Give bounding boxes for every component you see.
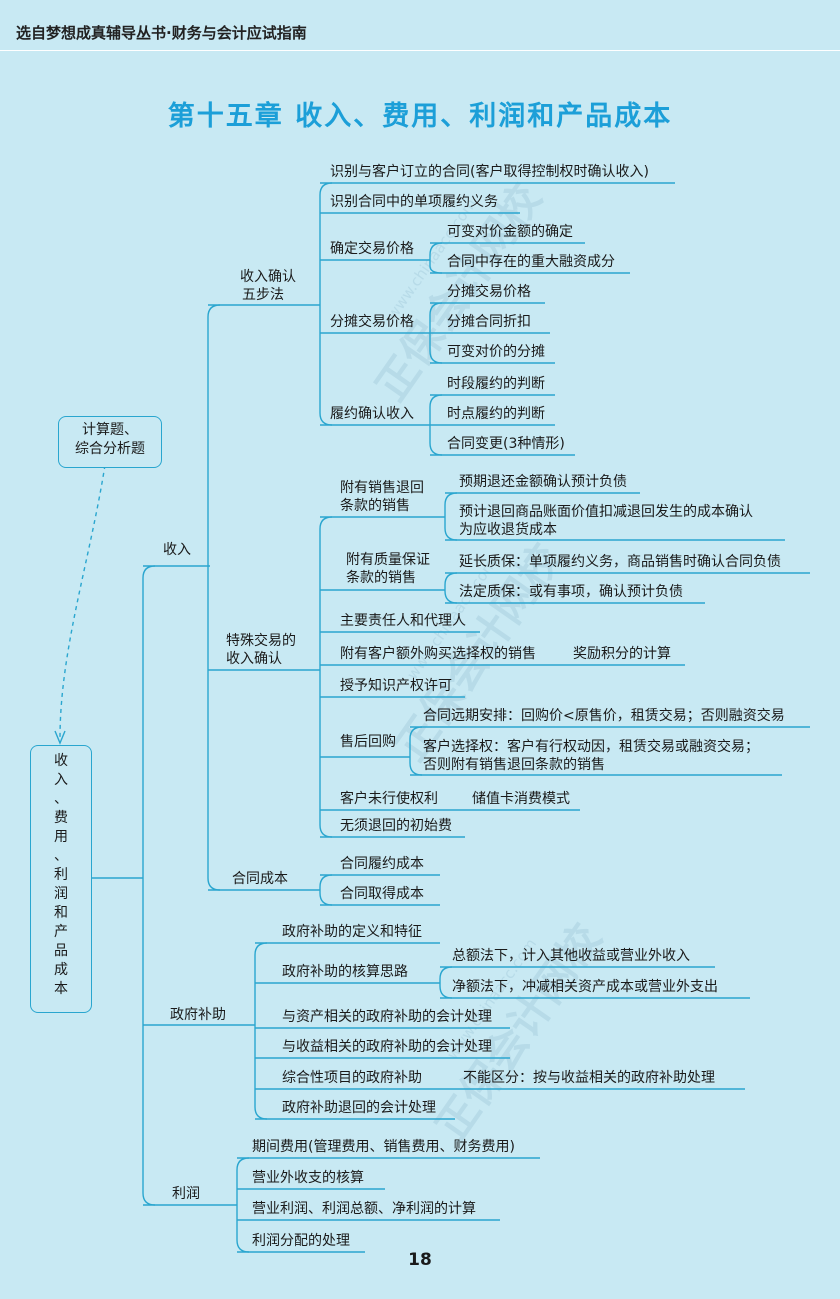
profit-distribution: 利润分配的处理 xyxy=(252,1233,350,1249)
step-variable-consideration: 可变对价金额的确定 xyxy=(447,224,573,240)
gov-grant-asset-related: 与资产相关的政府补助的会计处理 xyxy=(282,1009,492,1025)
root-topic-char: 入 xyxy=(54,772,68,788)
step-identify-obligations: 识别合同中的单项履约义务 xyxy=(330,194,498,210)
root-topic-char: 利 xyxy=(54,867,68,883)
step-allocate-price-sub: 分摊交易价格 xyxy=(447,284,531,300)
principal-agent: 主要责任人和代理人 xyxy=(340,613,466,629)
repurchase-forward: 合同远期安排：回购价<原售价，租赁交易；否则融资交易 xyxy=(423,708,785,724)
warranty-extended: 延长质保：单项履约义务，商品销售时确认合同负债 xyxy=(459,554,781,570)
sales-return-label-1: 附有销售退回 xyxy=(340,480,424,496)
gov-grant-mixed: 综合性项目的政府补助 xyxy=(282,1070,422,1086)
five-steps-label-1: 收入确认 xyxy=(240,269,296,285)
gov-grant-refund: 政府补助退回的会计处理 xyxy=(282,1100,436,1116)
special-label-1: 特殊交易的 xyxy=(226,633,296,649)
root-topic-char: 费 xyxy=(54,810,68,826)
branch-gov-grant: 政府补助 xyxy=(170,1007,226,1023)
sales-return-label-2: 条款的销售 xyxy=(340,498,410,514)
profit-calculation: 营业利润、利润总额、净利润的计算 xyxy=(252,1201,476,1217)
page-number: 18 xyxy=(408,1250,432,1270)
five-steps-label-2: 五步法 xyxy=(242,287,284,303)
chapter-title: 第十五章 收入、费用、利润和产品成本 xyxy=(167,101,673,132)
contract-fulfillment-cost: 合同履约成本 xyxy=(340,856,424,872)
step-identify-contract: 识别与客户订立的合同(客户取得控制权时确认收入) xyxy=(330,164,649,180)
reward-points: 奖励积分的计算 xyxy=(573,646,671,662)
question-type-note: 计算题、 综合分析题 xyxy=(58,416,162,468)
sales-return-cost-1: 预计退回商品账面价值扣减退回发生的成本确认 xyxy=(459,504,753,520)
root-topic-char: 产 xyxy=(54,924,68,940)
root-topic-box: 收入、费用、利润和产品成本 xyxy=(30,745,92,1013)
special-label-2: 收入确认 xyxy=(226,651,282,667)
note-line-2: 综合分析题 xyxy=(75,441,145,457)
step-allocate-price: 分摊交易价格 xyxy=(330,314,414,330)
step-point-in-time: 时点履约的判断 xyxy=(447,406,545,422)
gov-grant-approach: 政府补助的核算思路 xyxy=(282,964,408,980)
repurchase-option-2: 否则附有销售退回条款的销售 xyxy=(423,757,605,773)
repurchase: 售后回购 xyxy=(340,734,396,750)
gov-grant-income-related: 与收益相关的政府补助的会计处理 xyxy=(282,1039,492,1055)
step-allocate-variable: 可变对价的分摊 xyxy=(447,344,545,360)
gov-grant-mixed-note: 不能区分：按与收益相关的政府补助处理 xyxy=(463,1070,715,1086)
step-satisfy-obligation: 履约确认收入 xyxy=(330,406,414,422)
step-allocate-discount: 分摊合同折扣 xyxy=(447,314,531,330)
contract-acquisition-cost: 合同取得成本 xyxy=(340,886,424,902)
root-topic-char: 和 xyxy=(54,905,68,921)
customer-option: 附有客户额外购买选择权的销售 xyxy=(340,646,536,662)
warranty-label-2: 条款的销售 xyxy=(346,570,416,586)
sales-return-cost-2: 为应收退货成本 xyxy=(459,522,557,538)
warranty-statutory: 法定质保：或有事项，确认预计负债 xyxy=(459,584,683,600)
branch-income: 收入 xyxy=(163,542,191,558)
gov-grant-gross-method: 总额法下，计入其他收益或营业外收入 xyxy=(452,948,690,964)
root-topic-char: 品 xyxy=(54,943,68,959)
nonrefundable-fee: 无须退回的初始费 xyxy=(340,818,452,834)
step-contract-modification: 合同变更(3种情形) xyxy=(447,436,565,452)
step-determine-price: 确定交易价格 xyxy=(330,241,414,257)
warranty-label-1: 附有质量保证 xyxy=(346,552,430,568)
repurchase-option-1: 客户选择权：客户有行权动因，租赁交易或融资交易； xyxy=(423,739,759,755)
step-financing-component: 合同中存在的重大融资成分 xyxy=(447,254,615,270)
note-line-1: 计算题、 xyxy=(82,422,138,438)
sales-return-refund-liability: 预期退还金额确认预计负债 xyxy=(459,474,627,490)
unexercised-rights: 客户未行使权利 xyxy=(340,791,438,807)
branch-profit: 利润 xyxy=(172,1186,200,1202)
contract-cost-label: 合同成本 xyxy=(232,871,288,887)
root-topic-char: 收 xyxy=(54,753,68,769)
stored-value-card: 储值卡消费模式 xyxy=(472,791,570,807)
root-topic-chars: 收入、费用、利润和产品成本 xyxy=(31,752,91,999)
ip-license: 授予知识产权许可 xyxy=(340,678,452,694)
root-topic-char: 成 xyxy=(54,962,68,978)
header-divider xyxy=(0,50,840,51)
step-over-time: 时段履约的判断 xyxy=(447,376,545,392)
gov-grant-net-method: 净额法下，冲减相关资产成本或营业外支出 xyxy=(452,979,718,995)
non-operating-items: 营业外收支的核算 xyxy=(252,1170,364,1186)
root-topic-char: 润 xyxy=(54,886,68,902)
period-expenses: 期间费用(管理费用、销售费用、财务费用) xyxy=(252,1139,515,1155)
root-topic-char: 、 xyxy=(54,848,68,864)
root-topic-char: 用 xyxy=(54,829,68,845)
series-header: 选自梦想成真辅导丛书·财务与会计应试指南 xyxy=(16,24,307,42)
root-topic-char: 本 xyxy=(54,981,68,997)
root-topic-char: 、 xyxy=(54,791,68,807)
gov-grant-definition: 政府补助的定义和特征 xyxy=(282,924,422,940)
